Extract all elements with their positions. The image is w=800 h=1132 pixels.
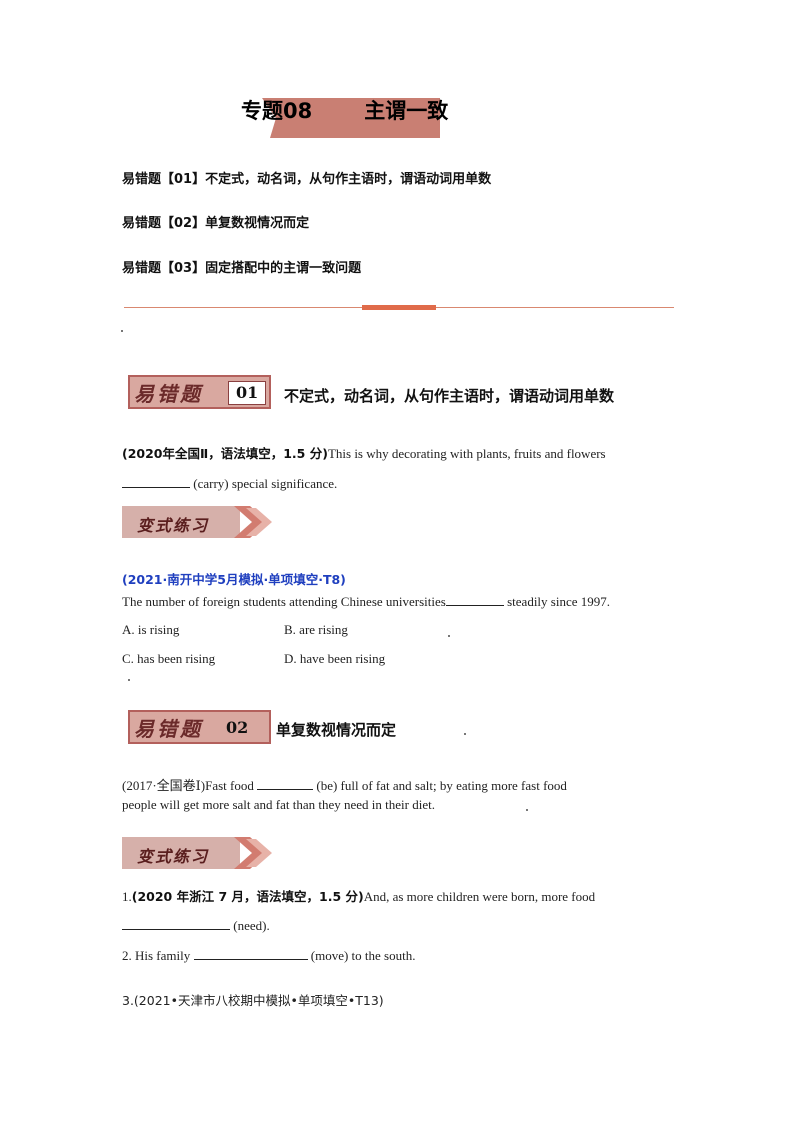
option-b[interactable]: B. are rising bbox=[284, 622, 348, 637]
stray-dot bbox=[526, 809, 528, 811]
practice-source: (2021·南开中学5月模拟·单项填空·T8) bbox=[122, 572, 346, 587]
question-source: (2017·全国卷Ⅰ) bbox=[122, 778, 206, 793]
option-d[interactable]: D. have been rising bbox=[284, 651, 386, 666]
title-banner-shape bbox=[262, 98, 440, 138]
practice-banner-2-label: 变式练习 bbox=[137, 847, 210, 866]
stray-dot bbox=[448, 635, 450, 637]
stray-dot bbox=[121, 330, 123, 332]
section-02-title: 单复数视情况而定 bbox=[276, 721, 397, 739]
practice-stem: The number of foreign students attending… bbox=[122, 593, 611, 609]
toc-item: 易错题【02】单复数视情况而定 bbox=[122, 216, 310, 231]
section-01-question-line2: (carry) special significance. bbox=[122, 475, 337, 492]
question-source: (2020 年浙江 7 月，语法填空，1.5 分) bbox=[131, 889, 364, 904]
toc-item: 易错题【01】不定式，动名词，从句作主语时，谓语动词用单数 bbox=[122, 172, 492, 187]
stray-dot bbox=[464, 733, 466, 735]
practice-item-2: 2. His family (move) to the south. bbox=[122, 947, 416, 963]
section-02-banner-word: 易错题 bbox=[134, 717, 203, 741]
section-01-number: 01 bbox=[236, 383, 259, 402]
option-c[interactable]: C. has been rising bbox=[122, 651, 216, 666]
practice-item-3: 3.(2021•天津市八校期中模拟•单项填空•T13) bbox=[122, 993, 384, 1008]
question-text: (carry) special significance. bbox=[190, 476, 338, 491]
answer-blank[interactable] bbox=[122, 917, 230, 930]
stray-dot bbox=[128, 679, 130, 681]
option-a[interactable]: A. is rising bbox=[122, 622, 180, 637]
section-01-banner-word: 易错题 bbox=[134, 382, 203, 406]
question-text: This is why decorating with plants, frui… bbox=[327, 446, 606, 461]
divider-accent bbox=[362, 305, 436, 310]
question-source: (2020年全国Ⅱ，语法填空，1.5 分) bbox=[122, 446, 328, 461]
practice-item-1-line1: 1.(2020 年浙江 7 月，语法填空，1.5 分)And, as more … bbox=[122, 889, 596, 904]
section-02-question-line1: (2017·全国卷Ⅰ)Fast food (be) full of fat an… bbox=[122, 777, 567, 793]
answer-blank[interactable] bbox=[445, 593, 504, 606]
section-01-question-line1: (2020年全国Ⅱ，语法填空，1.5 分)This is why decorat… bbox=[122, 443, 679, 462]
section-02-banner bbox=[128, 710, 271, 744]
practice-banner-2-shape bbox=[122, 837, 272, 869]
toc-item: 易错题【03】固定搭配中的主谓一致问题 bbox=[122, 261, 362, 276]
section-01-number-box bbox=[228, 381, 266, 405]
practice-banner-1-label: 变式练习 bbox=[137, 516, 210, 535]
section-01-title: 不定式，动名词，从句作主语时，谓语动词用单数 bbox=[284, 387, 615, 405]
section-02-question-line2: people will get more salt and fat than t… bbox=[122, 797, 435, 812]
section-02-number: 02 bbox=[226, 718, 249, 737]
answer-blank[interactable] bbox=[257, 777, 314, 790]
answer-blank[interactable] bbox=[193, 947, 308, 960]
answer-blank[interactable] bbox=[122, 475, 190, 488]
practice-banner-1-shape bbox=[122, 506, 272, 538]
practice-item-1-line2: (need). bbox=[122, 917, 270, 934]
